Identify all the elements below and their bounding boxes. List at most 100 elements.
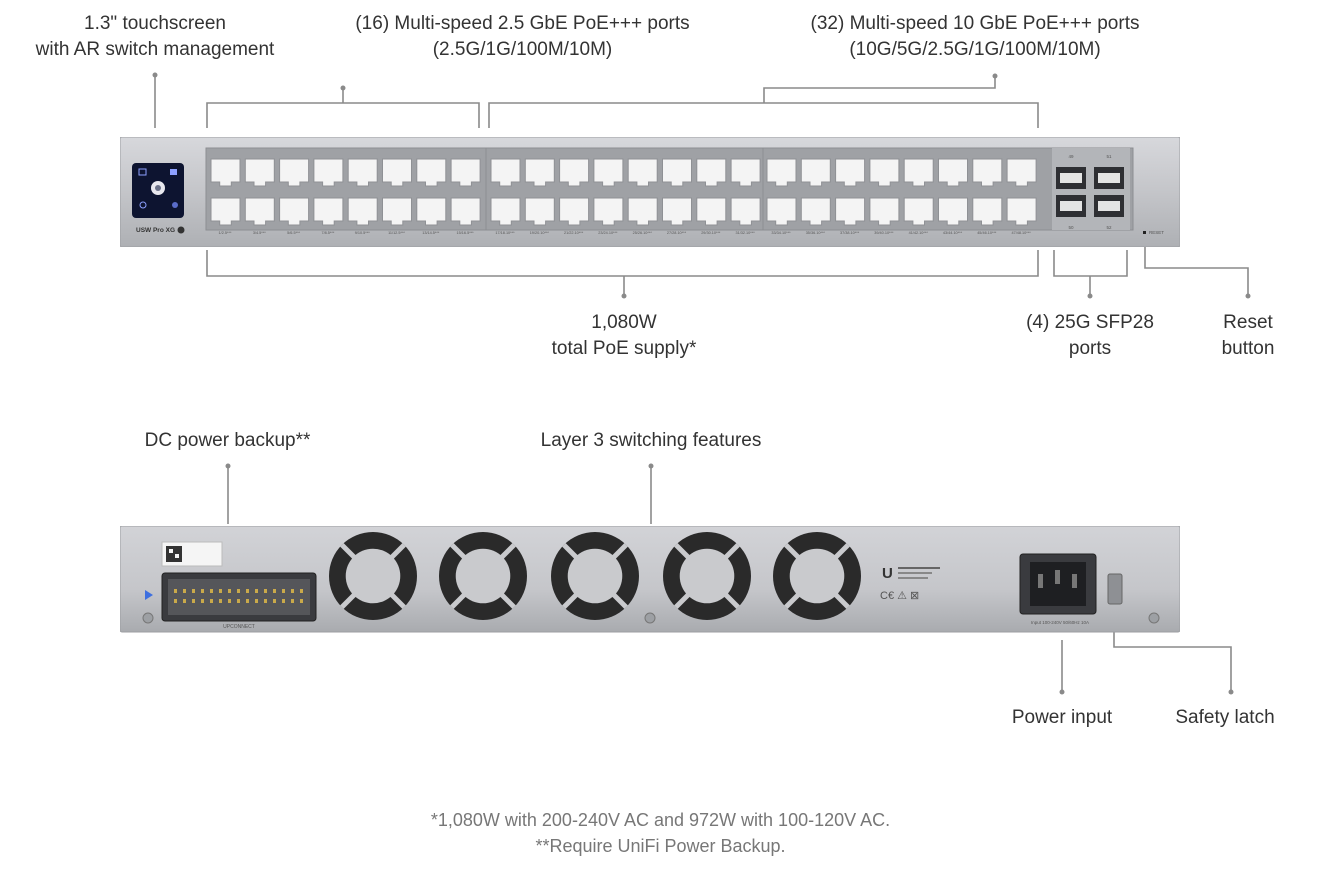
sfp-label-52: 52 [1106, 225, 1112, 230]
model-text: USW Pro XG [136, 227, 175, 234]
rj45-port [593, 197, 624, 226]
touchscreen-label-line2: with AR switch management [35, 39, 275, 60]
safety-latch-label: Safety latch [1175, 707, 1275, 728]
rj45-port [313, 197, 344, 226]
port-number-label: 39/40.10*** [874, 231, 894, 235]
port-number-label: 35/36.10*** [806, 231, 826, 235]
rj45-port [662, 197, 692, 226]
connector-pin [228, 589, 231, 593]
switch-front-panel: USW Pro XG 1/2.5*** 3/4.5*** 5/6.5*** 7/8.5… [120, 137, 1180, 247]
ports-25g-label: (16) Multi-speed 2.5 GbE PoE+++ ports (2… [320, 11, 725, 63]
connector-pin [201, 589, 204, 593]
ports-25g-label-line2: (2.5G/1G/100M/10M) [432, 39, 613, 60]
rj45-port [696, 158, 727, 187]
rj45-port [1006, 197, 1037, 226]
port-number-label: 27/28.10*** [667, 231, 687, 235]
connector-label: UPCONNECT [223, 624, 255, 630]
connector-pin [174, 599, 177, 603]
poe-supply-label: 1,080W total PoE supply* [524, 310, 724, 362]
rj45-port [662, 158, 692, 187]
touchscreen-label: 1.3" touchscreen with AR switch manageme… [0, 11, 310, 63]
connector-pin [192, 589, 195, 593]
ports-10g-label: (32) Multi-speed 10 GbE PoE+++ ports (10… [770, 11, 1180, 63]
rj45-port [696, 197, 727, 226]
rj45-port [903, 197, 934, 226]
port-number-label: 5/6.5*** [287, 231, 300, 235]
port-number-label: 45/46.10*** [977, 231, 997, 235]
rj45-port [416, 158, 447, 187]
connector-pin [210, 589, 213, 593]
rj45-port [524, 158, 555, 187]
rj45-port [244, 158, 275, 187]
connector-pin [282, 589, 285, 593]
connector-pin [192, 599, 195, 603]
port-number-label: 1/2.5*** [219, 231, 232, 235]
rj45-port [450, 158, 481, 187]
connector-pin [210, 599, 213, 603]
sfp-label-50: 50 [1068, 225, 1074, 230]
sfp-cages [1056, 167, 1124, 217]
cooling-fans [329, 532, 861, 620]
port-number-label: 3/4.5*** [253, 231, 266, 235]
connector-pin [246, 589, 249, 593]
sfp-label-51: 51 [1106, 154, 1112, 159]
poe-supply-label-line2: total PoE supply* [551, 338, 697, 359]
certification-marks: C€ ⚠ ⊠ [880, 590, 919, 602]
connector-pin [219, 589, 222, 593]
footnote-1: *1,080W with 200-240V AC and 972W with 1… [430, 810, 891, 830]
rj45-port [416, 197, 447, 226]
port-number-label: 11/12.5*** [388, 231, 405, 235]
connector-pin [246, 599, 249, 603]
connector-pin [282, 599, 285, 603]
rj45-port [627, 197, 658, 226]
port-number-label: 47/48.10*** [1011, 231, 1031, 235]
connector-pin [264, 599, 267, 603]
rj45-port [244, 197, 275, 226]
connector-pin [237, 589, 240, 593]
rj45-port [210, 158, 241, 187]
connector-pin [255, 589, 258, 593]
reset-label: Reset button [1198, 310, 1298, 362]
rj45-port [627, 158, 658, 187]
sfp-label-line1: (4) 25G SFP28 [1026, 312, 1154, 333]
rj45-port [559, 158, 590, 187]
rj45-port [524, 197, 555, 226]
rj45-port [313, 158, 344, 187]
connector-pin [291, 589, 294, 593]
ports-10g-label-line1: (32) Multi-speed 10 GbE PoE+++ ports [810, 13, 1140, 34]
reset-text: RESET [1149, 230, 1164, 235]
rj45-port [1006, 158, 1037, 187]
port-number-label: 23/24.10*** [598, 231, 618, 235]
rj45-port [347, 158, 378, 187]
rj45-port [903, 158, 934, 187]
reset-label-line2: button [1221, 338, 1275, 359]
port-number-label: 43/44.10*** [943, 231, 963, 235]
reset-hole [1143, 231, 1146, 234]
poe-supply-label-line1: 1,080W [591, 312, 657, 333]
connector-pin [183, 589, 186, 593]
rj45-port [593, 158, 624, 187]
connector-pin [300, 599, 303, 603]
port-number-label: 31/32.10*** [735, 231, 755, 235]
rj45-port [279, 197, 310, 226]
port-number-label: 21/22.10*** [564, 231, 584, 235]
connector-pin [291, 599, 294, 603]
connector-pin [273, 599, 276, 603]
connector-pin [237, 599, 240, 603]
port-number-label: 7/8.5*** [321, 231, 334, 235]
rj45-port [972, 158, 1003, 187]
rj45-port-grid [210, 158, 1037, 226]
footnote-2: **Require UniFi Power Backup. [535, 836, 786, 856]
port-number-label: 9/10.5*** [355, 231, 371, 235]
safety-latch [1107, 573, 1123, 605]
port-number-label: 19/20.10*** [530, 231, 550, 235]
rj45-port [869, 197, 900, 226]
ports-25g-label-line1: (16) Multi-speed 2.5 GbE PoE+++ ports [355, 13, 690, 34]
rj45-port [210, 197, 241, 226]
rj45-port [490, 158, 521, 187]
connector-pin [300, 589, 303, 593]
rj45-port [938, 158, 968, 187]
port-number-label: 33/34.10*** [771, 231, 791, 235]
rj45-port [559, 197, 590, 226]
